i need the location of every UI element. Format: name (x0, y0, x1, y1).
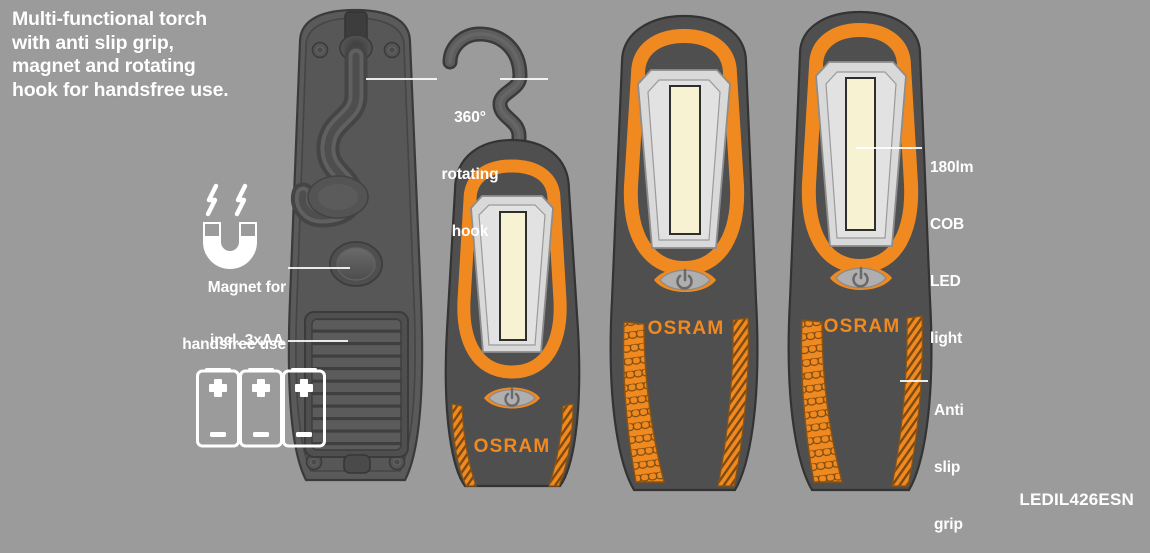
callout-grip-line-1: Anti (934, 402, 964, 419)
rotating-hook (442, 26, 528, 176)
cob-led-strip (499, 211, 527, 341)
callout-hook: 360° rotating hook (440, 70, 500, 260)
headline-line-4: hook for handsfree use. (12, 78, 229, 101)
battery-aa (282, 368, 326, 448)
callout-led-line-3: LED (930, 273, 961, 290)
headline-line-3: magnet and rotating (12, 55, 196, 77)
callout-hook-line-2: rotating (441, 166, 499, 183)
cob-led-strip (845, 77, 876, 231)
power-button (484, 387, 540, 409)
torch-front-view-angled: OSRAM (609, 14, 759, 492)
callout-grip: Anti slip grip (934, 363, 1004, 553)
screw (388, 453, 406, 471)
leader-lines (288, 78, 928, 382)
callout-battery-label: incl. 3xAA (210, 332, 284, 349)
battery-icons (196, 368, 326, 448)
battery-aa (239, 368, 283, 448)
callout-grip-line-2: slip (934, 459, 961, 476)
magnet-icon (203, 183, 257, 269)
callout-hook-line-3: hook (451, 223, 489, 240)
product-code: LEDIL426ESN (1019, 490, 1134, 509)
headline-line-1: Multi-functional torch (12, 8, 207, 30)
screw (383, 41, 401, 59)
headline: Multi-functional torch with anti slip gr… (12, 8, 229, 102)
callout-hook-line-1: 360° (454, 109, 486, 126)
battery-door (304, 311, 409, 474)
screw (311, 41, 329, 59)
magnet-recess (329, 241, 383, 287)
power-button (654, 268, 716, 292)
torch-front-view-right: OSRAM (787, 10, 933, 492)
torch-rear-view (287, 8, 424, 482)
callout-magnet-line-1: Magnet for (207, 279, 286, 296)
osram-wordmark-view3: OSRAM (648, 318, 725, 339)
callout-magnet-line-2: handsfree use (182, 336, 286, 353)
torch-front-view-hook: OSRAM (442, 26, 581, 488)
callout-led: 180lm COB LED light (930, 120, 1020, 367)
osram-wordmark-view4: OSRAM (824, 316, 901, 337)
battery-aa (196, 368, 240, 448)
callout-magnet: Magnet for handsfree use (128, 240, 286, 373)
power-button (830, 266, 892, 290)
osram-wordmark-view2: OSRAM (474, 436, 551, 457)
callout-led-line-2: COB (930, 216, 965, 233)
callout-led-line-4: light (930, 330, 963, 347)
callout-led-line-1: 180lm (930, 159, 974, 176)
cob-led-strip (669, 85, 701, 235)
headline-line-2: with anti slip grip, (12, 31, 174, 54)
callout-grip-line-3: grip (934, 516, 963, 533)
infographic-canvas: OSRAM OSRAM (196, 8, 933, 492)
